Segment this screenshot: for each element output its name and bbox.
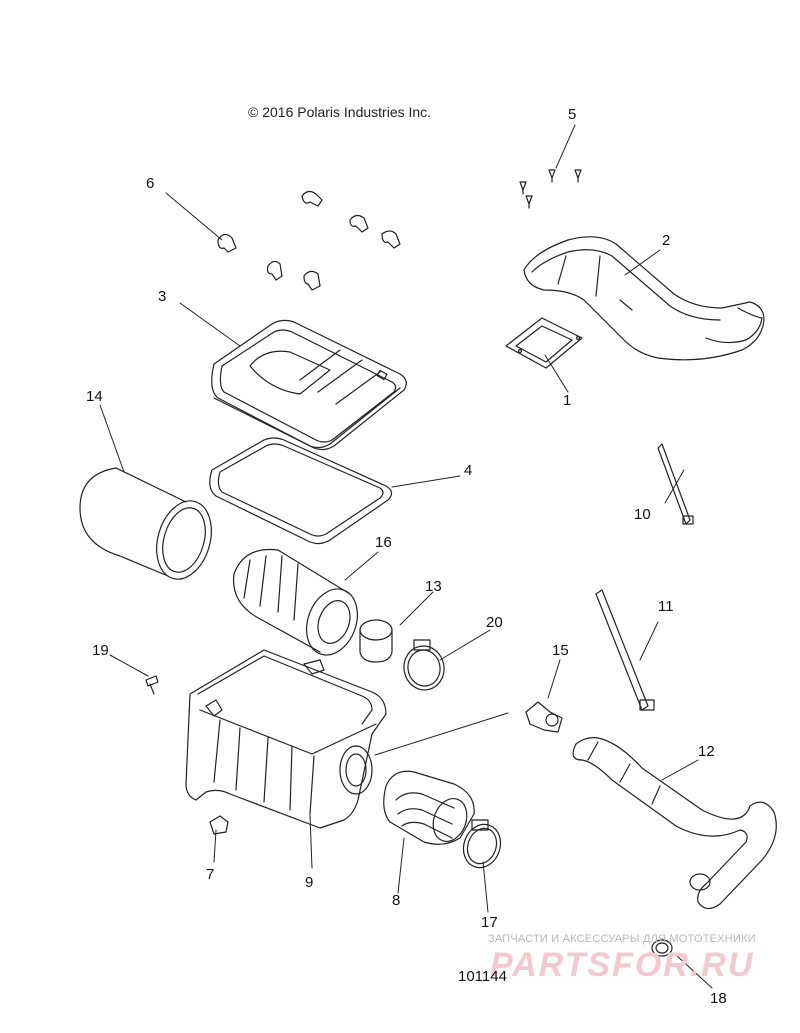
callout-label-15: 15 [552,642,569,659]
callout-label-10: 10 [634,506,651,523]
screw-19 [145,675,159,695]
airbox-housing-9 [185,649,387,829]
callout-label-6: 6 [146,175,155,192]
drawing-number: 101144 [458,968,507,985]
callout-label-12: 12 [698,743,715,760]
air-filter-16 [232,548,358,656]
gasket-plate-1 [505,317,583,369]
watermark-subtitle: ЗАПЧАСТИ И АКСЕССУАРЫ ДЛЯ МОТОТЕХНИКИ [488,933,756,945]
strap-11 [595,589,655,711]
copyright-text: © 2016 Polaris Industries Inc. [248,104,432,120]
screws-5 [519,169,582,209]
callout-label-7: 7 [206,866,215,883]
callout-label-2: 2 [662,232,671,249]
airbox-cover-3 [211,319,407,451]
coupler-13 [359,619,393,663]
strap-10 [657,443,694,525]
callout-label-8: 8 [392,892,401,909]
leader-lines [99,124,713,989]
clips-6 [217,190,401,291]
intake-boot-8 [383,770,475,845]
callout-label-17: 17 [481,914,498,931]
callout-label-19: 19 [92,642,109,659]
callout-label-14: 14 [86,388,103,405]
fitting-15 [525,701,563,733]
watermark-logo: PARTSFOR.RU [490,946,755,984]
callout-label-16: 16 [375,534,392,551]
seal-4 [209,437,393,545]
callout-label-3: 3 [158,288,167,305]
clamp-18 [651,939,673,957]
pre-filter-14 [79,467,212,580]
clamp-17 [462,819,502,869]
callout-label-5: 5 [568,106,577,123]
intake-duct-2 [523,236,765,361]
callout-label-18: 18 [710,990,727,1007]
grommet-7 [209,815,229,835]
callout-label-9: 9 [305,874,314,891]
callout-label-20: 20 [486,614,503,631]
callout-label-11: 11 [658,598,674,615]
drain-hose-12 [572,737,777,910]
callout-label-1: 1 [563,392,572,409]
callout-label-13: 13 [425,578,442,595]
clamp-20 [403,639,445,691]
callout-label-4: 4 [464,462,473,479]
